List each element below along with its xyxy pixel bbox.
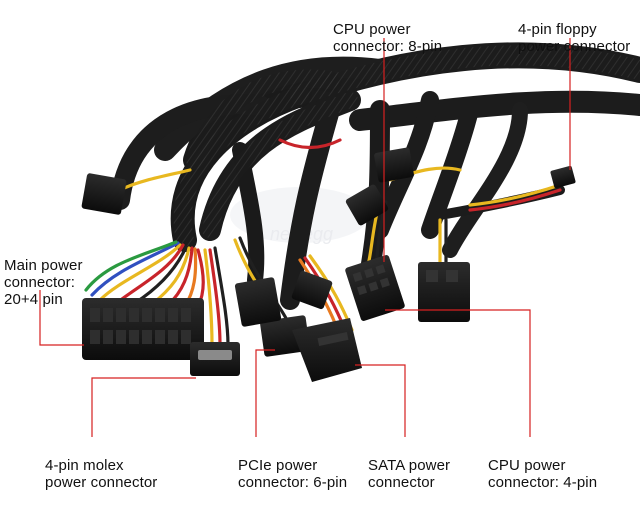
connector-main-24pin [82,298,204,360]
psu-cable-photo: newegg [39,38,640,437]
exposed-wires [84,138,562,347]
connector-sata-2 [234,277,282,327]
callout-lines [39,38,571,437]
callout-line-molex [91,377,196,437]
callout-line-sata [355,364,406,437]
connector-molex [190,342,240,376]
connector-sata [292,318,362,382]
connector-pcie [260,315,310,357]
connector-cpu-8pin [345,255,405,321]
callout-line-main [39,290,84,346]
connector-cpu-4pin [418,262,470,322]
sleeved-cable-bundle [110,42,640,310]
connector-floppy [550,165,576,189]
callout-line-cpu4 [385,309,531,437]
callout-line-pcie [255,349,275,437]
